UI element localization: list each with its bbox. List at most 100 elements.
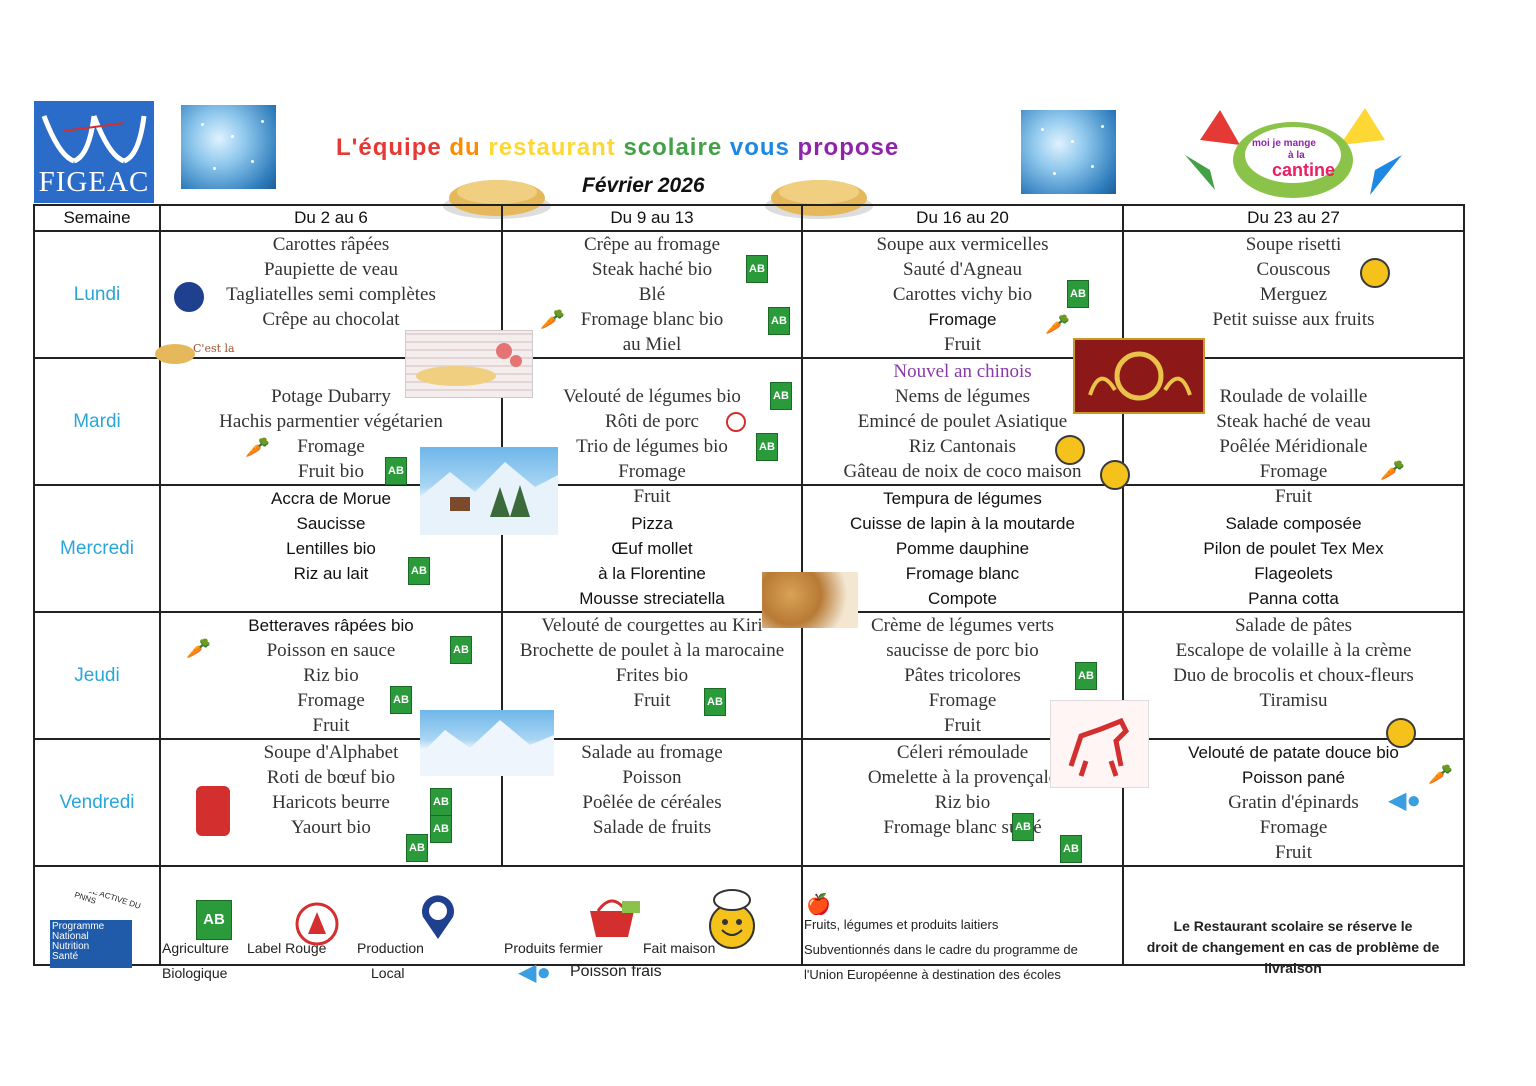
- menu-item: Crème de légumes verts: [870, 615, 1055, 636]
- menu-item: Poisson: [622, 767, 682, 788]
- title-word: L'équipe: [336, 134, 450, 161]
- title-word: scolaire: [623, 134, 730, 161]
- menu-item: Pilon de poulet Tex Mex: [1203, 539, 1384, 558]
- ab-icon: AB: [390, 686, 412, 714]
- title-word: restaurant: [488, 134, 624, 161]
- menu-item: Velouté de légumes bio: [563, 386, 741, 407]
- vegetable-icon: 🥕: [1045, 314, 1070, 336]
- notice-line-3: livraison: [1264, 960, 1322, 976]
- label-rouge-icon: [295, 902, 339, 946]
- menu-item: Poisson pané: [1241, 768, 1346, 787]
- menu-item: Pomme dauphine: [895, 539, 1030, 558]
- legend-fait-maison: Fait maison: [643, 940, 716, 956]
- menu-item: Flageolets: [1254, 564, 1333, 583]
- snowflake-image: [181, 105, 276, 189]
- header-semaine: Semaine: [33, 204, 161, 232]
- menu-item: Fromage blanc: [905, 564, 1020, 583]
- menu-item: Gâteau de noix de coco maison: [843, 461, 1082, 482]
- menu-item: Escalope de volaille à la crème: [1175, 640, 1412, 661]
- menu-item: Trio de légumes bio: [576, 436, 728, 457]
- menu-item: Fruit: [633, 690, 671, 711]
- day-label: Vendredi: [33, 738, 161, 867]
- menu-item: Paupiette de veau: [263, 259, 398, 280]
- menu-item: Œuf mollet: [611, 539, 693, 558]
- menu-item: Haricots beurre: [272, 792, 390, 813]
- menu-item: Fruit: [944, 715, 981, 736]
- menu-item: au Miel: [622, 334, 682, 355]
- menu-item: Salade composée: [1225, 514, 1362, 533]
- menu-item: Nouvel an chinois: [893, 361, 1032, 382]
- menu-item: Fruit: [1275, 842, 1312, 863]
- menu-item: Fromage blanc sucré: [883, 817, 1042, 838]
- menu-item: Merguez: [1259, 284, 1328, 305]
- menu-item: Yaourt bio: [291, 817, 371, 838]
- header-week-3: Du 16 au 20: [801, 204, 1124, 232]
- cantine-text-1: moi je mange: [1252, 138, 1316, 149]
- menu-item: Betteraves râpées bio: [248, 616, 414, 635]
- menu-item: Hachis parmentier végétarien: [219, 411, 443, 432]
- figeac-arches-icon: [41, 115, 147, 164]
- eu-line-2: Subventionnés dans le cadre du programme…: [804, 942, 1078, 957]
- pnns-logo: VILLE ACTIVE DU PNNS Programme National …: [36, 892, 156, 980]
- ab-icon: AB: [408, 557, 430, 585]
- chinese-new-year-image: [1073, 338, 1205, 414]
- ab-icon: AB: [1060, 835, 1082, 863]
- menu-item: Carottes râpées: [272, 234, 390, 255]
- title-word: vous: [729, 134, 798, 161]
- menu-item: Salade au fromage: [581, 742, 723, 763]
- produits-fermiers-icon: [196, 786, 230, 836]
- menu-item: Potage Dubarry: [271, 386, 391, 407]
- production-local-icon: [422, 895, 454, 939]
- fish-icon: ◀●: [518, 960, 551, 986]
- menu-item: Tempura de légumes: [883, 489, 1042, 508]
- menu-item: Riz bio: [934, 792, 991, 813]
- menu-item: Lentilles bio: [286, 539, 376, 558]
- label-rouge-icon: [726, 412, 746, 432]
- title-word: du: [449, 134, 489, 161]
- menu-item: Fromage: [1259, 817, 1328, 838]
- page-title: L'équipe du restaurant scolaire vous pro…: [336, 134, 899, 162]
- eu-line-1: Fruits, légumes et produits laitiers: [804, 917, 999, 932]
- fish-icon: ◀●: [1388, 788, 1421, 814]
- notice-line-2: droit de changement en cas de problème d…: [1146, 939, 1440, 955]
- page-subtitle: Février 2026: [582, 174, 705, 197]
- menu-item: Carottes vichy bio: [892, 284, 1033, 305]
- footer-eu: [801, 865, 1124, 966]
- production-local-icon: [174, 282, 204, 312]
- menu-item: Poêlée Méridionale: [1219, 436, 1368, 457]
- menu-item: Fromage: [618, 461, 686, 482]
- ab-icon: AB: [1067, 280, 1089, 308]
- ab-icon: AB: [746, 255, 768, 283]
- ab-icon: AB: [385, 457, 407, 485]
- pnns-text-3: Nutrition: [52, 941, 90, 952]
- ab-icon: AB: [768, 307, 790, 335]
- cantine-logo: moi je mange à la cantine: [1180, 100, 1406, 206]
- menu-item: Salade de fruits: [592, 817, 712, 838]
- menu-item: Brochette de poulet à la marocaine: [519, 640, 785, 661]
- legend-bio: Biologique: [162, 965, 228, 981]
- menu-item: Steak haché de veau: [1216, 411, 1371, 432]
- beignets-image: [762, 572, 858, 628]
- ab-icon: AB: [450, 636, 472, 664]
- menu-item: Fruit: [312, 715, 350, 736]
- vegetable-icon: 🥕: [186, 638, 211, 660]
- notice-line-1: Le Restaurant scolaire se réserve le: [1173, 918, 1413, 934]
- menu-item: Velouté de courgettes au Kiri: [541, 615, 763, 636]
- cantine-text-2: à la: [1288, 150, 1305, 161]
- eu-line-3: l'Union Européenne à destination des éco…: [804, 967, 1061, 982]
- winter-landscape-image: [420, 447, 558, 535]
- day-label: Jeudi: [33, 611, 161, 740]
- header-week-4: Du 23 au 27: [1122, 204, 1465, 232]
- day-label: Lundi: [33, 230, 161, 359]
- menu-item: saucisse de porc bio: [886, 640, 1039, 661]
- menu-item: Pizza: [631, 514, 673, 533]
- vegetable-icon: 🥕: [245, 437, 270, 459]
- menu-item: Pâtes tricolores: [904, 665, 1021, 686]
- menu-item: Accra de Morue: [271, 489, 391, 508]
- menu-item: Mousse streciatella: [579, 589, 725, 608]
- menu-item: Tagliatelles semi complètes: [226, 284, 436, 305]
